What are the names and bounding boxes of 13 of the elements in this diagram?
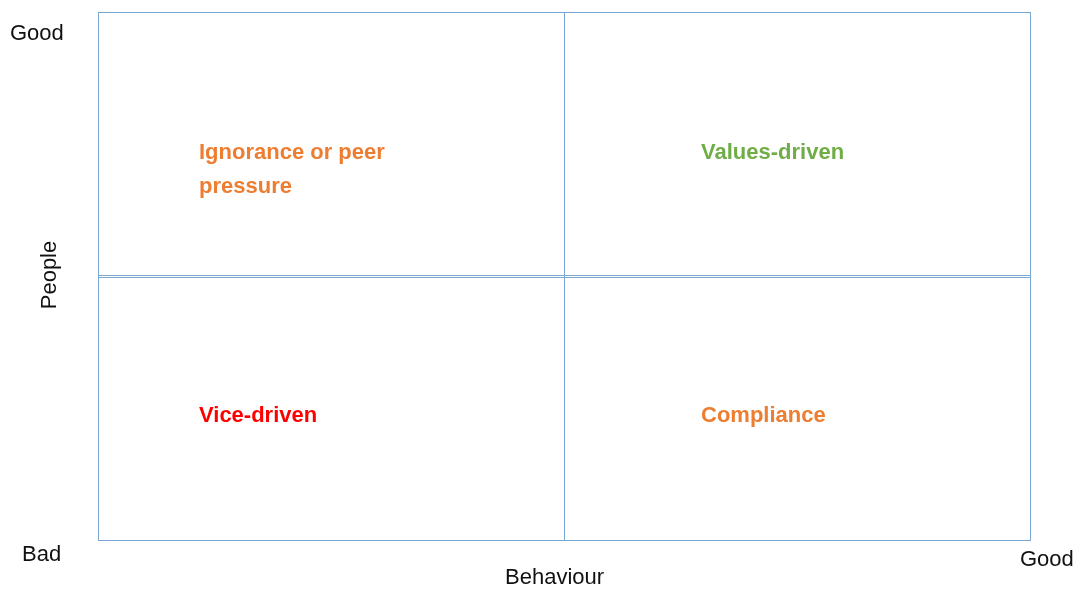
axis-end-label: Good — [10, 20, 64, 46]
quadrant-label: Ignorance or peer pressure — [199, 138, 386, 200]
quadrant-panel — [564, 12, 1031, 278]
quadrant-label: Compliance — [701, 401, 826, 429]
quadrant-panel — [98, 275, 565, 541]
quadrant-panel — [98, 12, 565, 278]
quadrant-panel — [564, 275, 1031, 541]
quadrant-label: Vice-driven — [199, 401, 318, 429]
axis-end-label: Good — [1020, 546, 1074, 572]
axis-end-label: Bad — [22, 541, 62, 567]
axis-title: Behaviour — [505, 564, 605, 590]
quadrant-label: Values-driven — [701, 138, 845, 166]
axis-title: People — [36, 240, 63, 310]
